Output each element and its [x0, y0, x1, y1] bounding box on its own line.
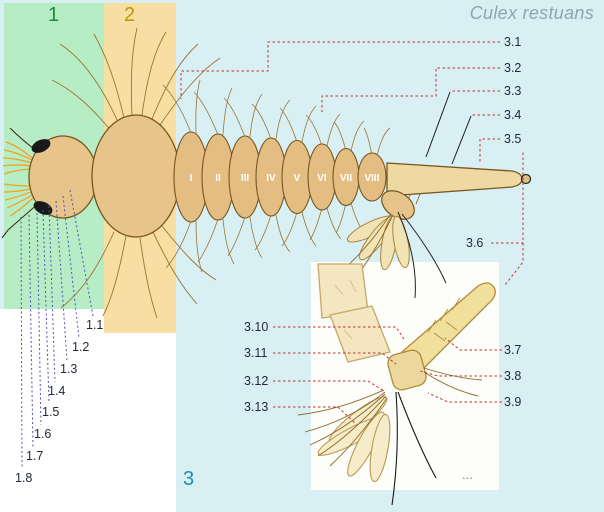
inset-ellipsis: ... [462, 467, 473, 482]
inset-saddle [387, 349, 427, 391]
segment-label-VIII: VIII [364, 173, 379, 184]
callout-3-11: 3.11 [244, 346, 268, 360]
region-3-number: 3 [183, 468, 195, 490]
inset-ventral-brush [297, 389, 388, 467]
callout-1-4: 1.4 [48, 384, 66, 398]
head-callout-area [0, 309, 104, 512]
callout-3-1: 3.1 [504, 35, 522, 49]
callout-1-3: 1.3 [60, 362, 78, 376]
callout-3-10: 3.10 [244, 320, 269, 334]
segment-numerals: I II III IV V VI VII VIII [190, 173, 380, 184]
segment-label-I: I [190, 173, 193, 184]
callout-1-6: 1.6 [34, 427, 52, 441]
segment-label-III: III [241, 173, 250, 184]
callout-3-8: 3.8 [504, 369, 522, 383]
callout-3-4: 3.4 [504, 108, 522, 122]
callout-3-13: 3.13 [244, 400, 269, 414]
inset-siphon [401, 282, 496, 373]
callout-3-5: 3.5 [504, 132, 522, 146]
head-callout-area-2 [104, 333, 176, 512]
mouth-brushes [2, 141, 34, 217]
red-leader-lines [180, 41, 524, 425]
segment-label-VI: VI [317, 173, 327, 184]
eyes [31, 139, 53, 215]
segment-VIII [357, 152, 387, 202]
black-pointer-lines [425, 91, 472, 165]
segment-label-IV: IV [266, 173, 276, 184]
callout-1-2: 1.2 [72, 340, 90, 354]
anal-segment [337, 190, 447, 299]
region-2-number: 2 [124, 4, 136, 26]
region-1-number: 1 [48, 4, 60, 26]
inset-caudal-setae [391, 391, 437, 506]
inset-anal-papillae [317, 396, 391, 483]
callout-3-2: 3.2 [504, 61, 522, 75]
abdominal-setae [162, 79, 391, 273]
callout-3-9: 3.9 [504, 395, 522, 409]
siphon-tip [520, 173, 532, 185]
segment-label-II: II [215, 173, 221, 184]
segment-label-V: V [294, 173, 301, 184]
thorax [91, 114, 181, 238]
thorax-setae [51, 27, 221, 319]
blue-leader-lines [20, 189, 94, 470]
segment-label-VII: VII [340, 173, 352, 184]
callout-1-8: 1.8 [15, 471, 33, 485]
inset-saddle-hairs [423, 367, 483, 397]
callout-1-7: 1.7 [26, 449, 44, 463]
larva-body [28, 114, 387, 238]
callout-1-5: 1.5 [42, 405, 60, 419]
species-title: Culex restuans [469, 3, 594, 23]
callout-3-3: 3.3 [504, 84, 522, 98]
callout-3-12: 3.12 [244, 374, 269, 388]
callout-3-6: 3.6 [466, 236, 484, 250]
callout-3-7: 3.7 [504, 343, 522, 357]
inset-drawing [297, 263, 496, 506]
callout-1-1: 1.1 [86, 318, 104, 332]
